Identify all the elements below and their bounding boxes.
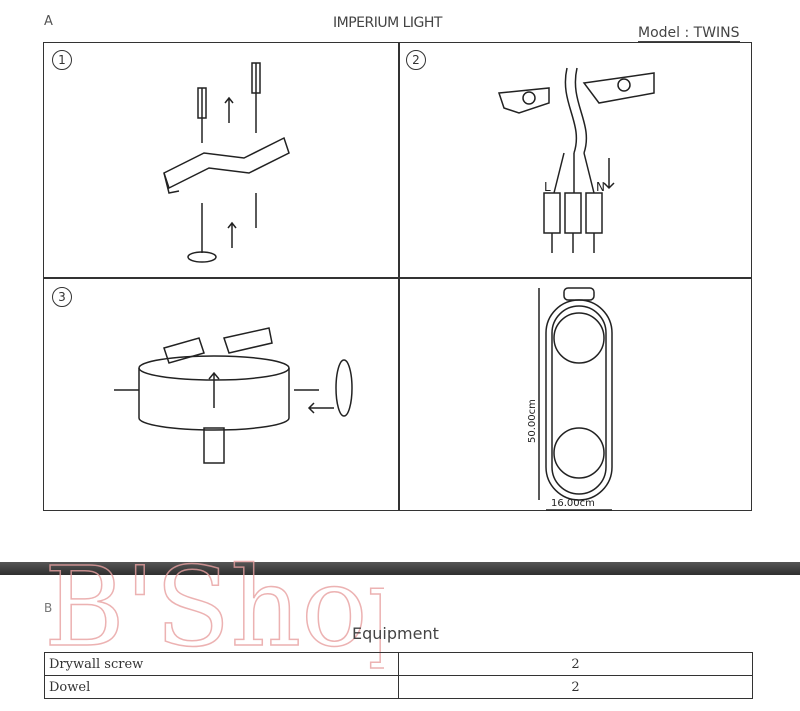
neutral-label: N bbox=[596, 180, 605, 194]
item-quantity: 2 bbox=[398, 652, 753, 676]
section-a-label: A bbox=[44, 14, 53, 29]
instruction-grid: 1 2 3 L N 50.00cm 16.00cm bbox=[43, 42, 752, 511]
bshop-watermark-logo: B'Shop bbox=[44, 542, 384, 672]
step-number-3: 3 bbox=[52, 287, 72, 307]
brand-title: IMPERIUM LIGHT bbox=[333, 15, 443, 31]
divider bbox=[398, 43, 400, 510]
step2-wiring-illustration: L N bbox=[497, 67, 655, 253]
equipment-title: Equipment bbox=[352, 624, 439, 643]
height-dimension: 50.00cm bbox=[527, 399, 538, 443]
step-number-2: 2 bbox=[406, 50, 426, 70]
step1-bracket-mounting-illustration bbox=[163, 62, 290, 263]
divider bbox=[44, 277, 751, 279]
width-dimension: 16.00cm bbox=[551, 498, 595, 509]
item-quantity: 2 bbox=[398, 675, 753, 699]
item-name: Dowel bbox=[44, 675, 399, 699]
dimension-drawing: 50.00cm 16.00cm bbox=[527, 287, 613, 511]
model-label: Model : TWINS bbox=[638, 25, 740, 42]
item-name: Drywall screw bbox=[44, 652, 399, 676]
page-separator-bar bbox=[0, 562, 800, 575]
section-b-label: B bbox=[44, 601, 53, 615]
live-label: L bbox=[544, 180, 551, 194]
svg-text:B'Shop: B'Shop bbox=[44, 543, 384, 671]
step-number-1: 1 bbox=[52, 50, 72, 70]
step3-canopy-assembly-illustration bbox=[114, 327, 353, 464]
